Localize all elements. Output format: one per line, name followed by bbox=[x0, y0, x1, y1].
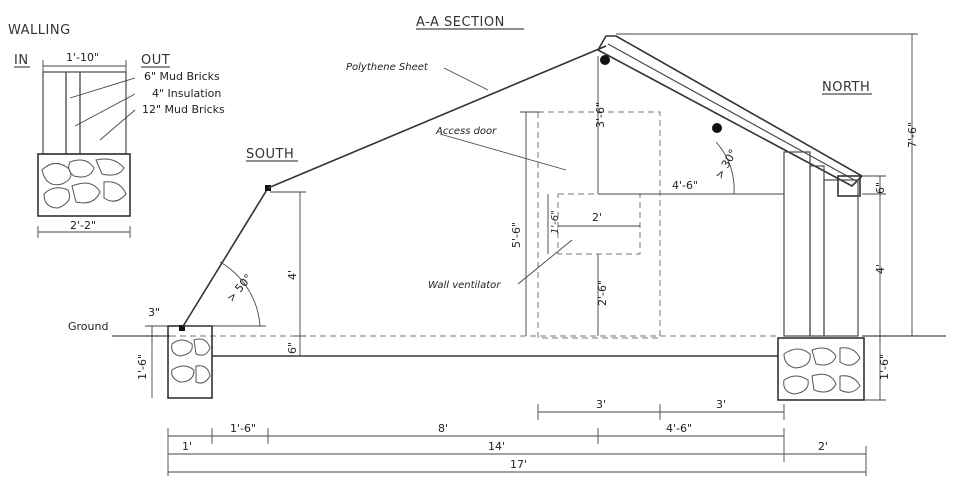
door-height-dim: 5'-6" bbox=[510, 222, 523, 248]
south-angle-label: > 50° bbox=[224, 272, 255, 305]
north-total-dim: 7'-6" bbox=[906, 122, 919, 148]
door-top-dim: 3'-6" bbox=[594, 102, 607, 128]
south-height-dim: 4' bbox=[286, 270, 299, 280]
dim-1-6: 1'-6" bbox=[230, 422, 256, 435]
wall-ventilator-label: Wall ventilator bbox=[428, 280, 501, 291]
walling-foundation bbox=[37, 153, 131, 217]
south-foundation bbox=[167, 325, 213, 399]
outer-mud-brick-layer bbox=[79, 71, 127, 155]
north-angle-label: > 30° bbox=[713, 147, 740, 181]
inner-mud-brick-layer bbox=[42, 71, 67, 155]
north-top-dim: 6" bbox=[874, 182, 887, 194]
dim-4-6: 4'-6" bbox=[666, 422, 692, 435]
polythene-label: Polythene Sheet bbox=[346, 62, 429, 73]
walling-width-top: 1'-10" bbox=[66, 51, 99, 64]
vent-width-dim: 2' bbox=[592, 211, 602, 224]
dim-3a: 3' bbox=[596, 398, 606, 411]
label-12in-mud-bricks: 12" Mud Bricks bbox=[142, 103, 225, 116]
out-label: OUT bbox=[141, 53, 170, 68]
bottom-dimensions: 3' 3' 1'-6" 8' 4'-6" 1' 14' 2' 17' bbox=[167, 398, 867, 476]
dim-8: 8' bbox=[438, 422, 448, 435]
north-heading: NORTH bbox=[822, 80, 870, 95]
in-label: IN bbox=[14, 53, 29, 68]
access-door bbox=[537, 111, 661, 339]
dim-2: 2' bbox=[818, 440, 828, 453]
label-4in-insulation: 4" Insulation bbox=[152, 87, 221, 100]
insulation-layer bbox=[65, 71, 81, 155]
access-door-label: Access door bbox=[435, 126, 497, 137]
dim-17: 17' bbox=[510, 458, 527, 471]
dim-3b: 3' bbox=[716, 398, 726, 411]
roof-run-dim: 4'-6" bbox=[672, 179, 698, 192]
south-foundation-dim: 1'-6" bbox=[136, 354, 149, 380]
walling-width-bottom: 2'-2" bbox=[70, 219, 96, 232]
walling-detail: WALLING IN OUT 1'-10" 2'-2" 6" Mud Brick… bbox=[8, 23, 225, 238]
south-heading: SOUTH bbox=[246, 147, 294, 162]
vent-below-dim: 2'-6" bbox=[596, 280, 609, 306]
label-6in-mud-bricks: 6" Mud Bricks bbox=[144, 70, 220, 83]
vent-height-dim: 1'-6" bbox=[550, 210, 561, 234]
north-wall-outer bbox=[823, 179, 859, 337]
walling-heading: WALLING bbox=[8, 23, 71, 38]
south-step-dim: 3" bbox=[148, 306, 160, 319]
ground-label: Ground bbox=[68, 320, 108, 333]
north-wall-inner bbox=[783, 151, 811, 337]
south-glazing bbox=[181, 187, 269, 329]
dim-14: 14' bbox=[488, 440, 505, 453]
north-wall-dim: 4' bbox=[874, 264, 887, 274]
north-foundation-dim: 1'-6" bbox=[878, 354, 891, 380]
north-foundation bbox=[777, 337, 865, 401]
wall-ventilator bbox=[557, 193, 641, 255]
section-heading: A-A SECTION bbox=[416, 15, 505, 30]
south-base-dim: 6" bbox=[286, 342, 299, 354]
polythene-sheet bbox=[267, 45, 607, 189]
north-wall-insulation bbox=[809, 165, 825, 337]
dim-1: 1' bbox=[182, 440, 192, 453]
